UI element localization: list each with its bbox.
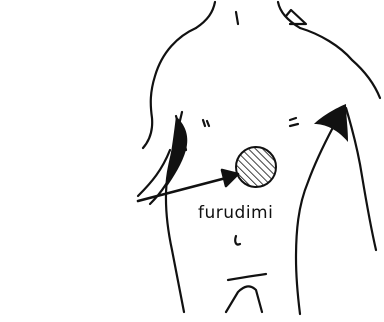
right-nipple-mark — [290, 118, 298, 126]
pelvis-line — [228, 274, 266, 280]
left-clavicle-mark — [236, 12, 238, 24]
pointer-arrow — [138, 170, 238, 201]
right-shoulder-outline — [300, 28, 380, 98]
right-arm-outline — [346, 108, 376, 250]
left-shoulder-outline — [143, 28, 196, 148]
right-clavicle-mark — [286, 10, 306, 24]
right-armpit-shade — [314, 104, 348, 142]
left-nipple-mark — [203, 120, 209, 126]
groin-lines — [226, 286, 262, 312]
neck-left-line — [196, 2, 215, 28]
right-torso-outline — [296, 118, 338, 314]
hatched-region — [236, 147, 276, 187]
navel-mark — [235, 236, 240, 245]
annotation-label: furudimi — [198, 203, 273, 223]
